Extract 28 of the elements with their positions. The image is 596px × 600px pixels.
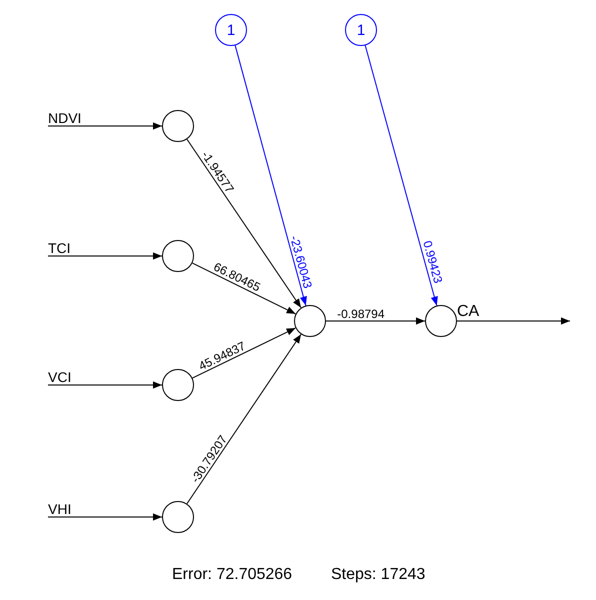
arrow — [192, 262, 296, 314]
arrow — [364, 44, 438, 306]
arrow — [48, 252, 162, 260]
arrow — [456, 317, 570, 325]
neuron-circle — [294, 305, 326, 337]
arrow — [234, 44, 307, 306]
output-label: CA — [457, 303, 480, 321]
input-label: TCI — [48, 241, 71, 256]
training-stat: Error: 72.705266 — [172, 566, 292, 584]
arrow — [48, 513, 162, 521]
neuron-circle — [162, 110, 194, 142]
neuron-circle — [162, 501, 194, 533]
input-label: VHI — [48, 502, 72, 517]
input-label: VCI — [48, 370, 72, 385]
neuron-circle — [162, 240, 194, 272]
edge-label: -0.98794 — [336, 308, 386, 320]
bias-node-circle: 1 — [215, 14, 247, 46]
arrow — [186, 334, 302, 504]
arrow — [326, 317, 426, 325]
bias-node-circle: 1 — [345, 14, 377, 46]
arrow — [186, 138, 302, 308]
neuron-circle — [162, 369, 194, 401]
input-label: NDVI — [48, 111, 82, 126]
neuron-circle — [425, 305, 457, 337]
training-stat: Steps: 17243 — [331, 566, 426, 584]
arrow — [48, 122, 162, 130]
arrow — [192, 327, 296, 379]
arrow — [48, 381, 162, 389]
